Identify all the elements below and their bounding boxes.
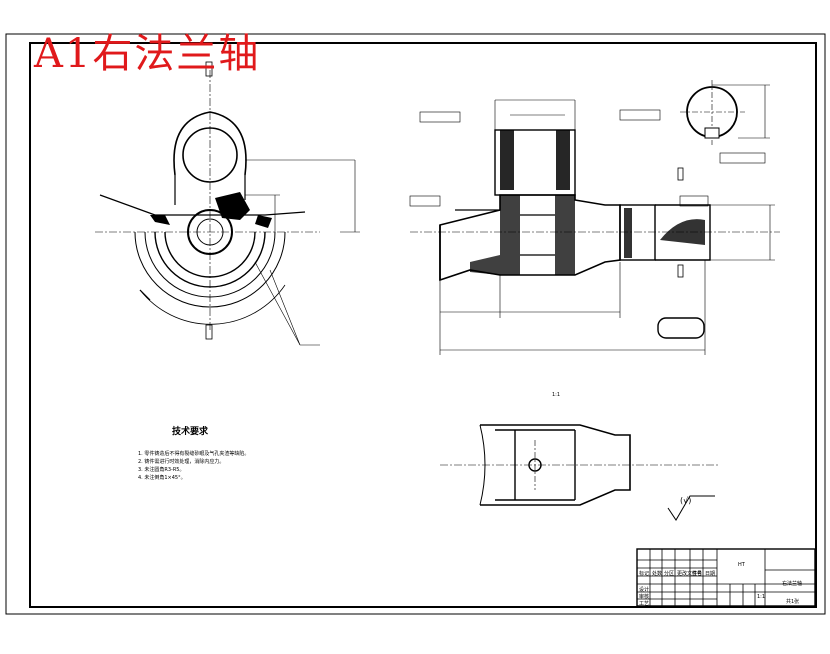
tech-note: 3. 未注圆角R3-R5。 bbox=[138, 467, 185, 473]
technical-requirements-title: 技术要求 bbox=[172, 427, 209, 437]
title-block-col-label: 处数 bbox=[652, 571, 663, 577]
title-block-col-label: 分区 bbox=[664, 571, 675, 577]
title-block-row-label: 工艺 bbox=[639, 601, 650, 607]
technical-requirements-notes: 1. 零件铸造后不得有裂缝砂眼及气孔夹渣等缺陷。 2. 铸件需进行时效处理，消除… bbox=[138, 450, 249, 482]
title-block bbox=[636, 548, 816, 607]
title-block-scale: 1:1 bbox=[757, 594, 766, 600]
roughness-symbol-icon bbox=[667, 495, 715, 521]
title-block-material: HT bbox=[738, 562, 745, 568]
title-block-sheet: 共1张 bbox=[786, 599, 800, 605]
main-section-view bbox=[409, 99, 780, 355]
tech-note: 2. 铸件需进行时效处理，消除内应力。 bbox=[138, 459, 225, 465]
title-block-row-label: 设计 bbox=[639, 587, 650, 593]
roughness-note: (√) bbox=[680, 496, 692, 505]
title-block-col-label: 更改文件号 bbox=[677, 571, 703, 577]
tech-note: 4. 未注倒角1×45°。 bbox=[138, 475, 186, 481]
section-scale-label: 1:1 bbox=[552, 392, 561, 398]
tech-note: 1. 零件铸造后不得有裂缝砂眼及气孔夹渣等缺陷。 bbox=[138, 451, 250, 457]
drawing-title-overlay: A1右法兰轴 bbox=[34, 31, 261, 77]
left-end-view bbox=[95, 61, 360, 346]
title-block-col-label: 日期 bbox=[705, 571, 716, 577]
title-block-row-label: 标记 bbox=[639, 571, 650, 577]
title-block-part-name: 右法兰轴 bbox=[782, 581, 803, 587]
sheet-inner-border bbox=[29, 42, 817, 608]
title-block-col-label: 签名 bbox=[692, 571, 703, 577]
sheet-outer-border bbox=[5, 33, 826, 615]
title-block-row-label: 审核 bbox=[639, 594, 650, 600]
local-detail-view bbox=[440, 424, 720, 506]
keyway-section-view bbox=[680, 80, 770, 164]
